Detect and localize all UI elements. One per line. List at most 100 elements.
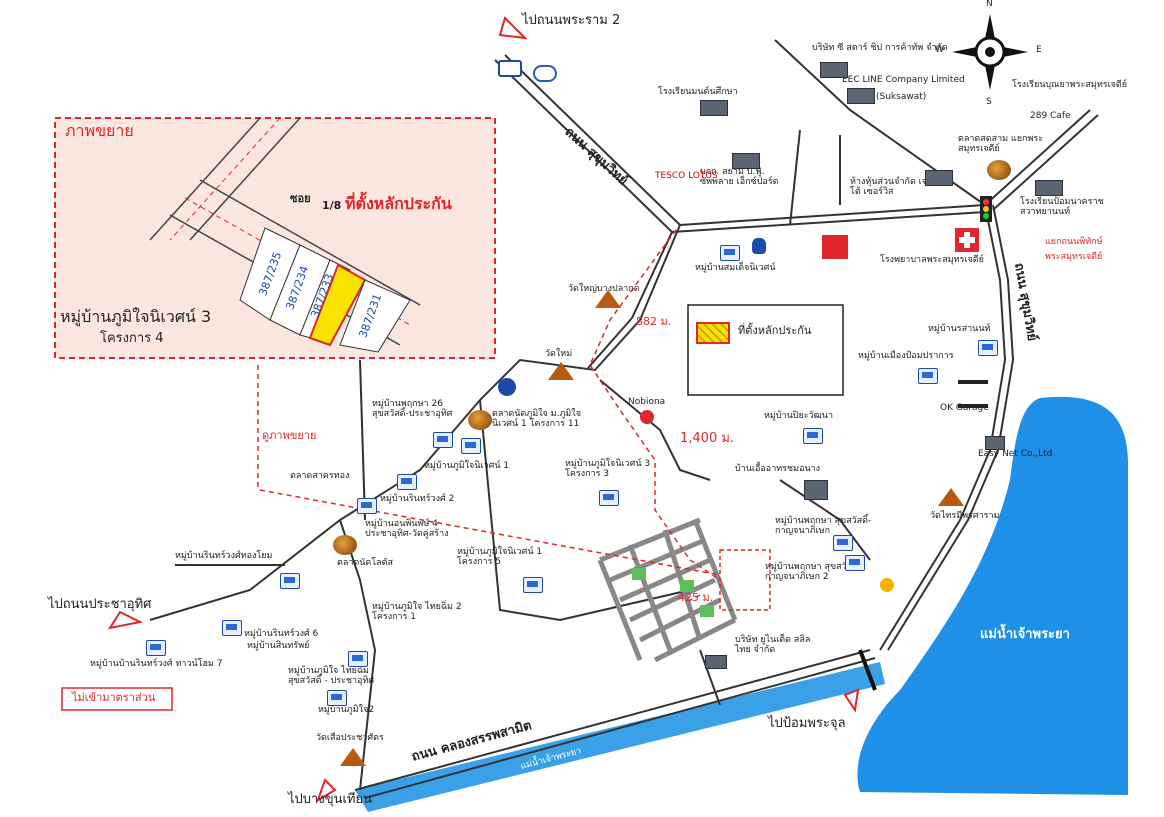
place-market3: ตลาดสาครทอง — [290, 471, 350, 481]
ford-icon — [533, 65, 557, 82]
place-v-pruksa-b: หมู่บ้านพฤกษา สุขสวัสดิ์-กาญจนาภิเษก 2 — [765, 562, 862, 582]
inset-soi-label: ซอย — [290, 192, 311, 205]
market-icon — [987, 160, 1011, 180]
ptt-icon — [752, 238, 766, 254]
place-suksawat2: (Suksawat) — [876, 92, 927, 102]
compass-n: N — [986, 0, 993, 9]
place-v-chanwong-pathong: หมู่บ้านรินทร์วงศ์ทองโยม — [175, 551, 273, 561]
distance-2: 1,400 ม. — [680, 431, 735, 446]
factory-icon — [732, 153, 760, 169]
place-v-phumjai2: หมู่บ้านภูมิใจ2 — [318, 705, 375, 715]
nobiona-icon — [640, 410, 654, 424]
place-v-phumjai-suk: หมู่บ้านภูมิใจ ไทยฉิ่ม สุขสวัสดิ์ - ประช… — [288, 666, 375, 686]
place-v-pruksa-a: หมู่บ้านพฤกษา สุขสวัสดิ์-กาญจนาภิเษก — [775, 516, 872, 536]
inset-project: โครงการ 4 — [100, 331, 164, 346]
zoom-label: ดูภาพขยาย — [262, 429, 317, 442]
place-v-phumjai1: หมู่บ้านภูมิใจนิเวศน์ 1 — [424, 461, 510, 471]
place-v-pruksa26: หมู่บ้านพฤกษา 26 สุขสวัสดิ์-ประชาอุทิศ — [372, 399, 453, 419]
direction-rama2: ไปถนนพระราม 2 — [522, 13, 621, 28]
canal — [355, 662, 885, 812]
place-wat2: วัดไทรมีพรศาราม — [930, 511, 1000, 521]
village-icon — [348, 651, 368, 667]
place-nobiona: Nobiona — [628, 397, 666, 407]
legend-box — [687, 304, 844, 396]
village-icon — [833, 535, 853, 551]
compass — [952, 14, 1028, 90]
police-icon — [498, 378, 516, 396]
village-icon — [461, 438, 481, 454]
distance-1: 882 ม. — [636, 315, 672, 328]
temple-icon — [595, 290, 621, 308]
place-v-phumjai3: หมู่บ้านภูมิใจนิเวศน์ 3 โครงการ 3 — [565, 459, 651, 479]
market-icon — [333, 535, 357, 555]
place-market2: ตลาดนัดภูมิใจ ม.ภูมิใจนิเวศน์ 1 โครงการ … — [492, 409, 581, 429]
legend-swatch — [696, 322, 730, 344]
gas-station-icon — [880, 578, 894, 592]
place-v-chanwong6: หมู่บ้านรินทร์วงศ์ 6 — [244, 629, 319, 639]
place-tesco: TESCO LOTUS — [655, 171, 718, 181]
inset-soi-number: 1/8 — [322, 199, 342, 212]
place-v-suksawat: หมู่บ้านสมเด็จนิเวศน์ — [695, 263, 776, 273]
route-dashed — [589, 229, 721, 581]
direction-pom-phra-chun: ไปป้อมพระจุล — [768, 716, 846, 731]
place-v-phumjai-thai: หมู่บ้านภูมิใจ ไทยฉิ่ม 2 โครงการ 1 — [372, 602, 462, 622]
housing-complex-icon — [804, 480, 828, 500]
place-v-ban4: หมู่บ้านอนพินพษ์ 4 ประชาอุทิศ-วัดคู่สร้า… — [365, 519, 449, 539]
place-school2: โรงเรียนบุณยาพระสมุทรเจดีย์ — [1012, 80, 1128, 90]
shop-icon — [925, 170, 953, 186]
place-school3: โรงเรียนป้อมนาคราช สวาทยานนท์ — [1020, 197, 1104, 217]
village-icon — [327, 690, 347, 706]
temple-icon — [548, 362, 574, 380]
place-easynet: Easy Net Co.,Ltd — [978, 449, 1053, 459]
place-v-chanwong2: หมู่บ้านรินทร์วงศ์ 2 — [380, 494, 455, 504]
place-v-chanwong7: หมู่บ้านบ้านรินทร์วงศ์ ทาวน์โฮม 7 — [90, 659, 223, 669]
place-hospital: โรงพยาบาลพระสมุทรเจดีย์ — [880, 255, 984, 265]
distance-3: 425 ม. — [678, 591, 714, 604]
village-icon — [222, 620, 242, 636]
compass-s: S — [986, 97, 992, 107]
road-rama2 — [504, 54, 681, 226]
village-icon — [357, 498, 377, 514]
village-icon — [978, 340, 998, 356]
place-v-chan: หมู่บ้านเมืองป้อมปราการ — [858, 351, 954, 361]
village-icon — [523, 577, 543, 593]
school-icon — [700, 100, 728, 116]
market-icon — [468, 410, 492, 430]
building-icon — [820, 62, 848, 78]
inset-collateral-label: ที่ตั้งหลักประกัน — [345, 194, 452, 213]
place-partnership: ห้างหุ้นส่วนจำกัด เจริญ ออโต้ เซอร์วิส — [850, 177, 954, 197]
place-v-piyawat: หมู่บ้านปิยะวัฒนา — [764, 411, 833, 421]
place-eec: EEC LINE Company Limited — [842, 75, 965, 85]
building-icon — [847, 88, 875, 104]
company-icon — [985, 436, 1005, 450]
village-icon — [397, 474, 417, 490]
river-label: แม่น้ำเจ้าพระยา — [980, 627, 1070, 642]
place-wat1: วัดใหญ่บางปลากด — [568, 284, 640, 294]
school-icon — [1035, 180, 1063, 196]
place-school1: โรงเรียนมนต์นศึกษา — [658, 87, 738, 97]
compass-e: E — [1036, 45, 1042, 55]
place-watmai: วัดใหม่ — [545, 349, 573, 359]
nissan-icon — [498, 60, 522, 77]
place-v-rasa: หมู่บ้านรสานนท์ — [928, 324, 991, 334]
intersection-line2: พระสมุทรเจดีย์ — [1045, 252, 1103, 262]
place-suksawat: บริษัท ซี สตาร์ ชิป การค้าทัพ จำกัด — [812, 43, 948, 53]
direction-bang-khun-thian: ไปบางขุนเทียน — [288, 792, 372, 807]
village-icon — [803, 428, 823, 444]
place-kimsiri: บ้านเอื้ออาทรชมอนาง — [735, 464, 821, 474]
ok-garage-icon — [958, 380, 988, 408]
village-icon — [280, 573, 300, 589]
village-icon — [845, 555, 865, 571]
temple-icon — [340, 748, 366, 766]
direction-pracha-uthit: ไปถนนประชาอุทิศ — [48, 597, 152, 612]
compass-w: W — [935, 45, 944, 55]
housing-grid — [597, 517, 738, 663]
place-market1: ตลาดสดสาม แยกพระสมุทรเจดีย์ — [958, 134, 1044, 154]
place-v-thanasin: หมู่บ้านสินทรัพย์ — [247, 641, 310, 651]
village-icon — [918, 368, 938, 384]
place-v-phumjai-p5: หมู่บ้านภูมิใจนิเวศน์ 1 โครงการ 5 — [457, 547, 543, 567]
place-wat3: วัดเสือประชาศัตร — [316, 733, 384, 743]
village-icon — [720, 245, 740, 261]
temple-icon — [938, 488, 964, 506]
